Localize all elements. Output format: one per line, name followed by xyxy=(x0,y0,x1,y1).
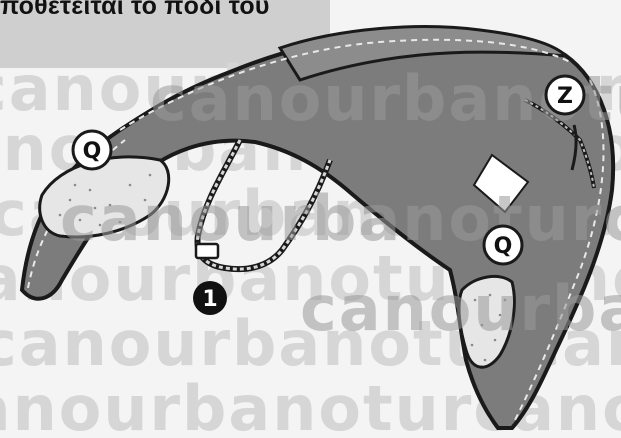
callout-1-label: 1 xyxy=(202,287,217,312)
marker-z-label: Z xyxy=(557,84,573,109)
marker-q-right-label: Q xyxy=(494,234,513,259)
watermark-overlay-3: canourbanoturcanourbanotu xyxy=(300,272,621,345)
watermark-overlay-2: canourbanoturcanourbanotu xyxy=(60,182,621,255)
marker-q-left: Q xyxy=(73,131,111,169)
caption-text: ποθετείται το πόδι του xyxy=(0,0,270,21)
marker-q-left-label: Q xyxy=(83,139,102,164)
marker-z: Z xyxy=(546,76,584,114)
callout-1: 1 xyxy=(193,281,227,315)
marker-q-right: Q xyxy=(484,226,522,264)
